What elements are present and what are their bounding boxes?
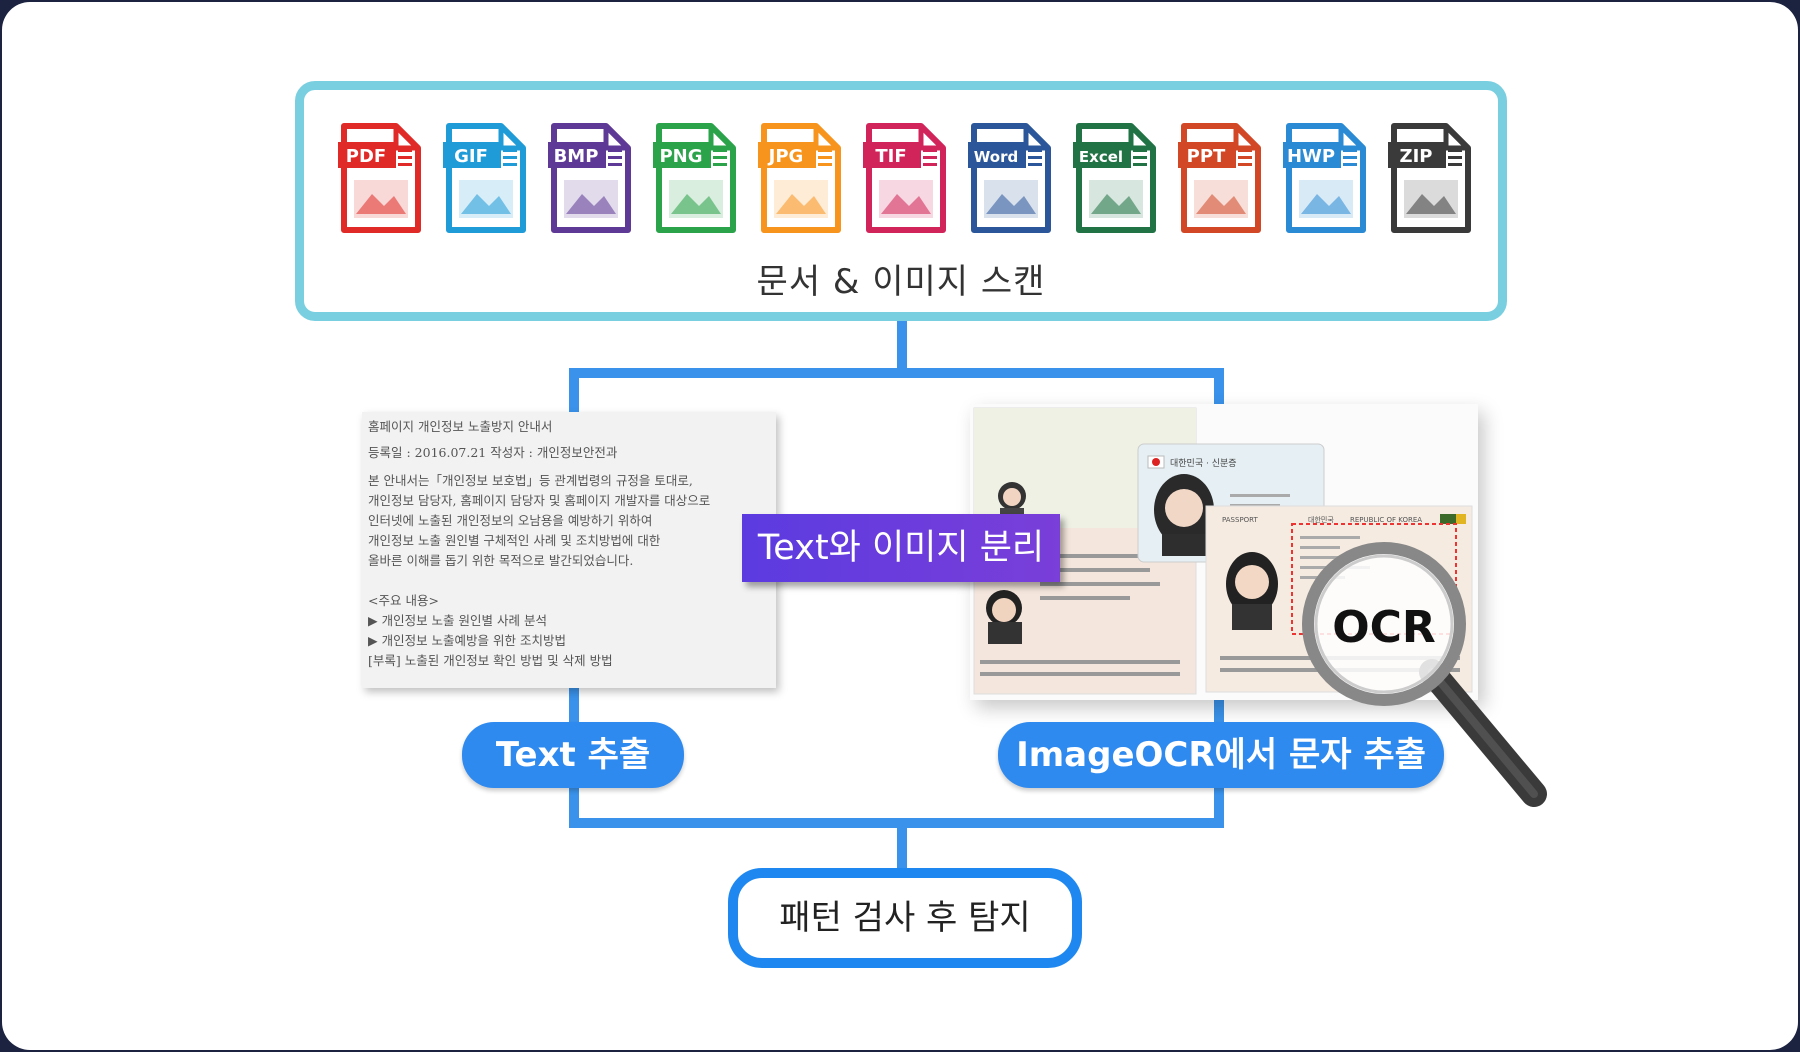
document-line: 인터넷에 노출된 개인정보의 오남용을 예방하기 위하여 bbox=[368, 513, 653, 528]
document-line: 홈페이지 개인정보 노출방지 안내서 bbox=[368, 419, 553, 434]
svg-text:Word: Word bbox=[974, 148, 1018, 166]
gif-icon: GIF bbox=[441, 122, 527, 234]
ppt-icon: PPT bbox=[1176, 122, 1262, 234]
document-line: ▶ 개인정보 노출 원인별 사례 분석 bbox=[368, 613, 547, 628]
connector-bottom-bar bbox=[569, 818, 1224, 828]
document-line: <주요 내용> bbox=[368, 593, 439, 608]
jpg-icon: JPG bbox=[756, 122, 842, 234]
passport-label: PASSPORT bbox=[1222, 516, 1259, 524]
connector-top-stem bbox=[897, 321, 907, 369]
png-icon: PNG bbox=[651, 122, 737, 234]
result-box: 패턴 검사 후 탐지 bbox=[728, 868, 1082, 968]
excel-icon: Excel bbox=[1071, 122, 1157, 234]
ocr-label: OCR bbox=[1332, 602, 1436, 653]
document-line: ▶ 개인정보 노출예방을 위한 조치방법 bbox=[368, 633, 567, 648]
document-line: 개인정보 노출 원인별 구체적인 사례 및 조치방법에 대한 bbox=[368, 533, 661, 548]
word-icon: Word bbox=[966, 122, 1052, 234]
connector-bottom-stem bbox=[897, 818, 907, 870]
image-ocr-pill: ImageOCR에서 문자 추출 bbox=[998, 722, 1444, 788]
svg-text:PDF: PDF bbox=[346, 146, 386, 167]
separation-label: Text와 이미지 분리 bbox=[742, 514, 1060, 582]
svg-text:JPG: JPG bbox=[767, 146, 804, 167]
passport-header: REPUBLIC OF KOREA bbox=[1350, 516, 1422, 524]
text-extract-pill: Text 추출 bbox=[462, 722, 684, 788]
id-card-header: 대한민국 · 신분증 bbox=[1170, 458, 1237, 469]
svg-text:PPT: PPT bbox=[1187, 146, 1226, 167]
svg-text:HWP: HWP bbox=[1287, 146, 1335, 167]
svg-text:PNG: PNG bbox=[659, 146, 702, 167]
passport-korean-header: 대한민국 bbox=[1308, 515, 1334, 524]
document-line: 본 안내서는「개인정보 보호법」등 관계법령의 규정을 토대로, bbox=[368, 473, 693, 488]
pdf-icon: PDF bbox=[336, 122, 422, 234]
svg-text:ZIP: ZIP bbox=[1400, 146, 1433, 167]
tif-icon: TIF bbox=[861, 122, 947, 234]
connector-top-bar bbox=[569, 368, 1224, 378]
document-line: [부록] 노출된 개인정보 확인 방법 및 삭제 방법 bbox=[368, 653, 613, 668]
scan-label: 문서 & 이미지 스캔 bbox=[756, 262, 1046, 302]
svg-text:BMP: BMP bbox=[554, 146, 599, 167]
magnifier-icon: OCR bbox=[1302, 542, 1547, 807]
document-line: 개인정보 담당자, 홈페이지 담당자 및 홈페이지 개발자를 대상으로 bbox=[368, 493, 711, 508]
hwp-icon: HWP bbox=[1281, 122, 1367, 234]
zip-icon: ZIP bbox=[1386, 122, 1472, 234]
svg-text:GIF: GIF bbox=[454, 146, 488, 167]
svg-text:TIF: TIF bbox=[875, 146, 906, 167]
document-line: 올바른 이해를 돕기 위한 목적으로 발간되었습니다. bbox=[368, 553, 634, 568]
bmp-icon: BMP bbox=[546, 122, 632, 234]
document-line: 등록일 : 2016.07.21 작성자 : 개인정보안전과 bbox=[368, 445, 618, 460]
svg-text:Excel: Excel bbox=[1079, 148, 1123, 166]
